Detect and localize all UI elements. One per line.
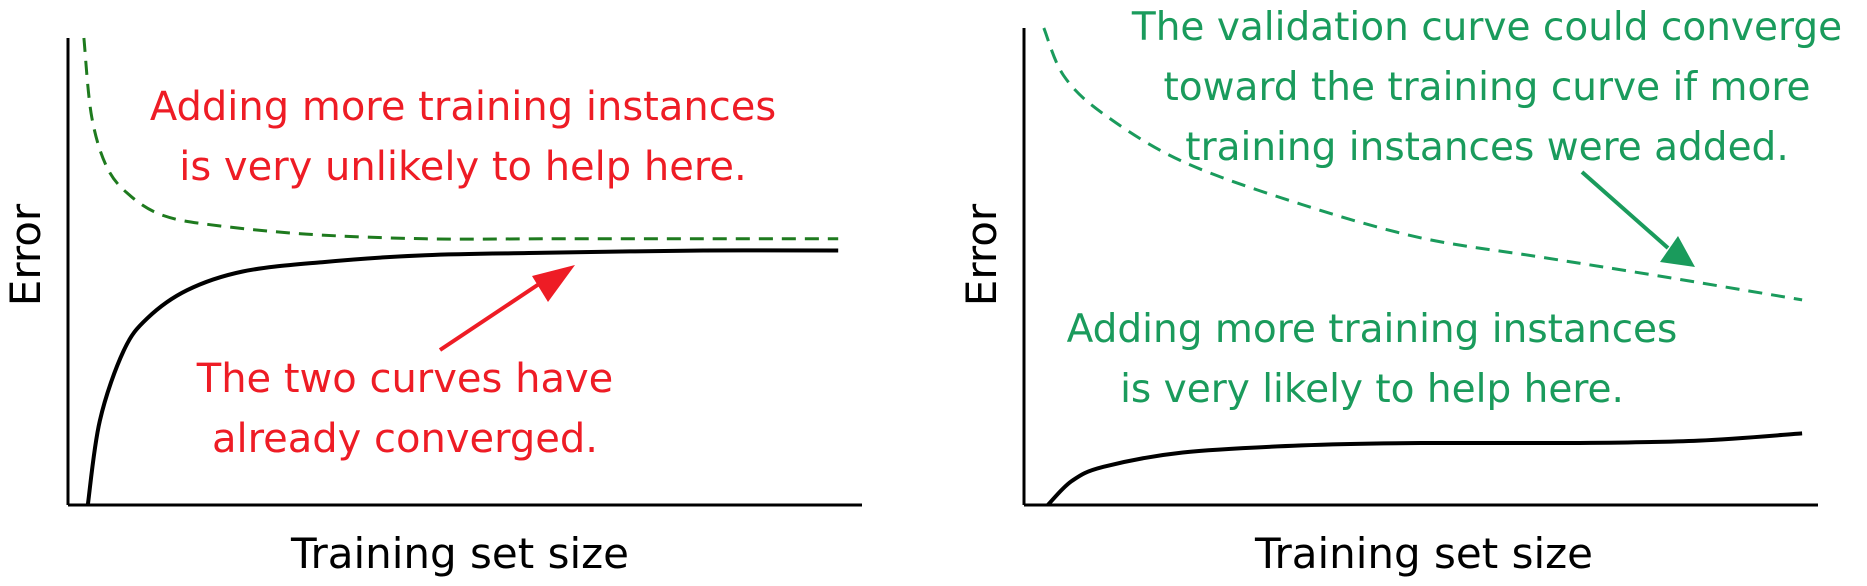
right-xlabel: Training set size xyxy=(1254,529,1593,578)
left-annotation-top-line1: Adding more training instances xyxy=(150,84,776,130)
left-annotation-bottom-line2: already converged. xyxy=(212,416,598,462)
left-annotation-bottom-line1: The two curves have xyxy=(196,356,613,402)
right-panel: Error Training set size The validation c… xyxy=(957,5,1842,578)
left-ylabel: Error xyxy=(1,203,50,306)
right-annotation-top-line3: training instances were added. xyxy=(1185,125,1788,170)
left-arrow xyxy=(438,265,575,352)
right-annotation-top-line2: toward the training curve if more xyxy=(1164,65,1811,110)
left-xlabel: Training set size xyxy=(290,529,629,578)
right-annotation-bottom-line1: Adding more training instances xyxy=(1067,307,1678,352)
right-training-curve xyxy=(1046,431,1803,507)
left-panel: Error Training set size Adding more trai… xyxy=(1,37,862,578)
right-arrow xyxy=(1580,170,1695,267)
right-annotation-top-line1: The validation curve could converge xyxy=(1131,5,1842,50)
left-annotation-top-line2: is very unlikely to help here. xyxy=(179,144,746,190)
left-validation-curve xyxy=(82,37,839,241)
left-training-curve xyxy=(85,248,839,506)
right-annotation-bottom-line2: is very likely to help here. xyxy=(1120,367,1624,412)
right-ylabel: Error xyxy=(957,203,1006,306)
